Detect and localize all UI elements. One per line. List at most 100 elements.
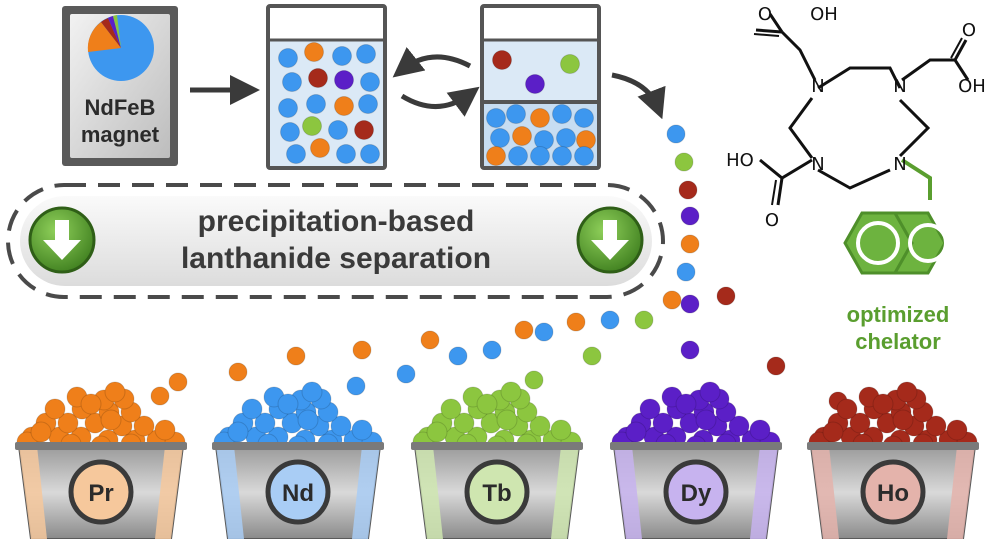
- ion-ho: [849, 412, 871, 434]
- ion-nd: [556, 128, 576, 148]
- ion-nd: [448, 346, 468, 366]
- bin-ho: Ho: [807, 381, 979, 539]
- ion-nd: [282, 72, 302, 92]
- ion-pr: [486, 146, 506, 166]
- ion-pr: [662, 290, 682, 310]
- ion-tb: [524, 370, 544, 390]
- dissolution-beaker: [266, 4, 387, 170]
- ion-pr: [352, 340, 372, 360]
- ion-pr: [286, 346, 306, 366]
- ion-tb: [674, 152, 694, 172]
- ion-tb: [440, 398, 462, 420]
- ion-pr: [100, 409, 122, 431]
- ion-nd: [356, 44, 376, 64]
- ion-ho: [308, 68, 328, 88]
- amine-n: N: [811, 154, 824, 175]
- down-arrow-icon: [28, 206, 96, 274]
- ion-pr: [530, 108, 550, 128]
- ion-nd: [330, 415, 352, 437]
- bin-stripe: [947, 446, 975, 539]
- bin-rim: [610, 442, 782, 450]
- ion-pr: [154, 419, 176, 441]
- ion-nd: [277, 393, 299, 415]
- process-arrow-2: [611, 72, 666, 120]
- bin-stripe: [155, 446, 183, 539]
- bin-stripe: [750, 446, 778, 539]
- amine-n: N: [893, 154, 906, 175]
- ion-ho: [822, 421, 844, 443]
- ion-dy: [695, 409, 717, 431]
- ion-nd: [280, 122, 300, 142]
- ion-pr: [680, 234, 700, 254]
- magnet-composition-pie: [87, 15, 154, 81]
- chelator-label-line1: optimized: [847, 302, 950, 327]
- ion-ho: [836, 398, 858, 420]
- bin-rim: [15, 442, 187, 450]
- bin-pr: Pr: [15, 381, 187, 539]
- ion-dy: [680, 294, 700, 314]
- element-symbol: Pr: [88, 480, 113, 507]
- bin-stripe: [614, 446, 642, 539]
- amine-n: N: [811, 76, 824, 97]
- ion-nd: [552, 104, 572, 124]
- bin-stripe: [19, 446, 47, 539]
- ion-nd: [227, 421, 249, 443]
- bin-stripe: [551, 446, 579, 539]
- ion-nd: [508, 146, 528, 166]
- ion-pr: [57, 412, 79, 434]
- ion-nd: [351, 419, 373, 441]
- ion-nd: [306, 94, 326, 114]
- amine-n: N: [893, 76, 906, 97]
- ion-tb: [496, 409, 518, 431]
- ion-nd: [666, 124, 686, 144]
- ion-pr: [168, 372, 188, 392]
- ion-pr: [512, 126, 532, 146]
- bin-tb: Tb: [411, 381, 583, 539]
- ion-ho: [925, 415, 947, 437]
- ion-pr: [44, 398, 66, 420]
- ion-nd: [241, 398, 263, 420]
- ion-ho: [892, 409, 914, 431]
- ion-dy: [675, 393, 697, 415]
- ion-ho: [716, 286, 736, 306]
- element-symbol: Nd: [282, 480, 314, 507]
- ion-nd: [490, 128, 510, 148]
- precipitation-beaker: [480, 4, 601, 170]
- bin-rim: [807, 442, 979, 450]
- magnet-label-line1: NdFeB: [85, 95, 156, 120]
- ion-pr: [310, 138, 330, 158]
- ion-nd: [278, 98, 298, 118]
- carboxyl-o: O: [962, 20, 976, 41]
- element-badge: [464, 459, 530, 525]
- equilibrium-arrows: [392, 47, 480, 117]
- ion-nd: [278, 48, 298, 68]
- bin-stripe: [216, 446, 244, 539]
- ion-tb: [500, 381, 522, 403]
- ion-pr: [150, 386, 170, 406]
- ion-nd: [676, 262, 696, 282]
- ion-tb: [453, 412, 475, 434]
- separation-banner: precipitation-based lanthanide separatio…: [6, 183, 665, 299]
- ion-tb: [634, 310, 654, 330]
- bin-rim: [411, 442, 583, 450]
- ion-dy: [680, 340, 700, 360]
- bin-stripe: [352, 446, 380, 539]
- chelator-structure: [753, 13, 970, 206]
- bin-stripe: [415, 446, 443, 539]
- ion-pr: [566, 312, 586, 332]
- bin-nd: Nd: [212, 381, 384, 539]
- ion-nd: [332, 46, 352, 66]
- bin-rim: [212, 442, 384, 450]
- ion-dy: [525, 74, 545, 94]
- ion-ho: [766, 356, 786, 376]
- ion-pr: [30, 421, 52, 443]
- bin-stripe: [811, 446, 839, 539]
- ion-nd: [301, 381, 323, 403]
- down-arrow-icon: [576, 206, 644, 274]
- ion-tb: [476, 393, 498, 415]
- flying-ions: [150, 124, 848, 411]
- ion-nd: [486, 108, 506, 128]
- ion-pr: [304, 42, 324, 62]
- ion-nd: [552, 146, 572, 166]
